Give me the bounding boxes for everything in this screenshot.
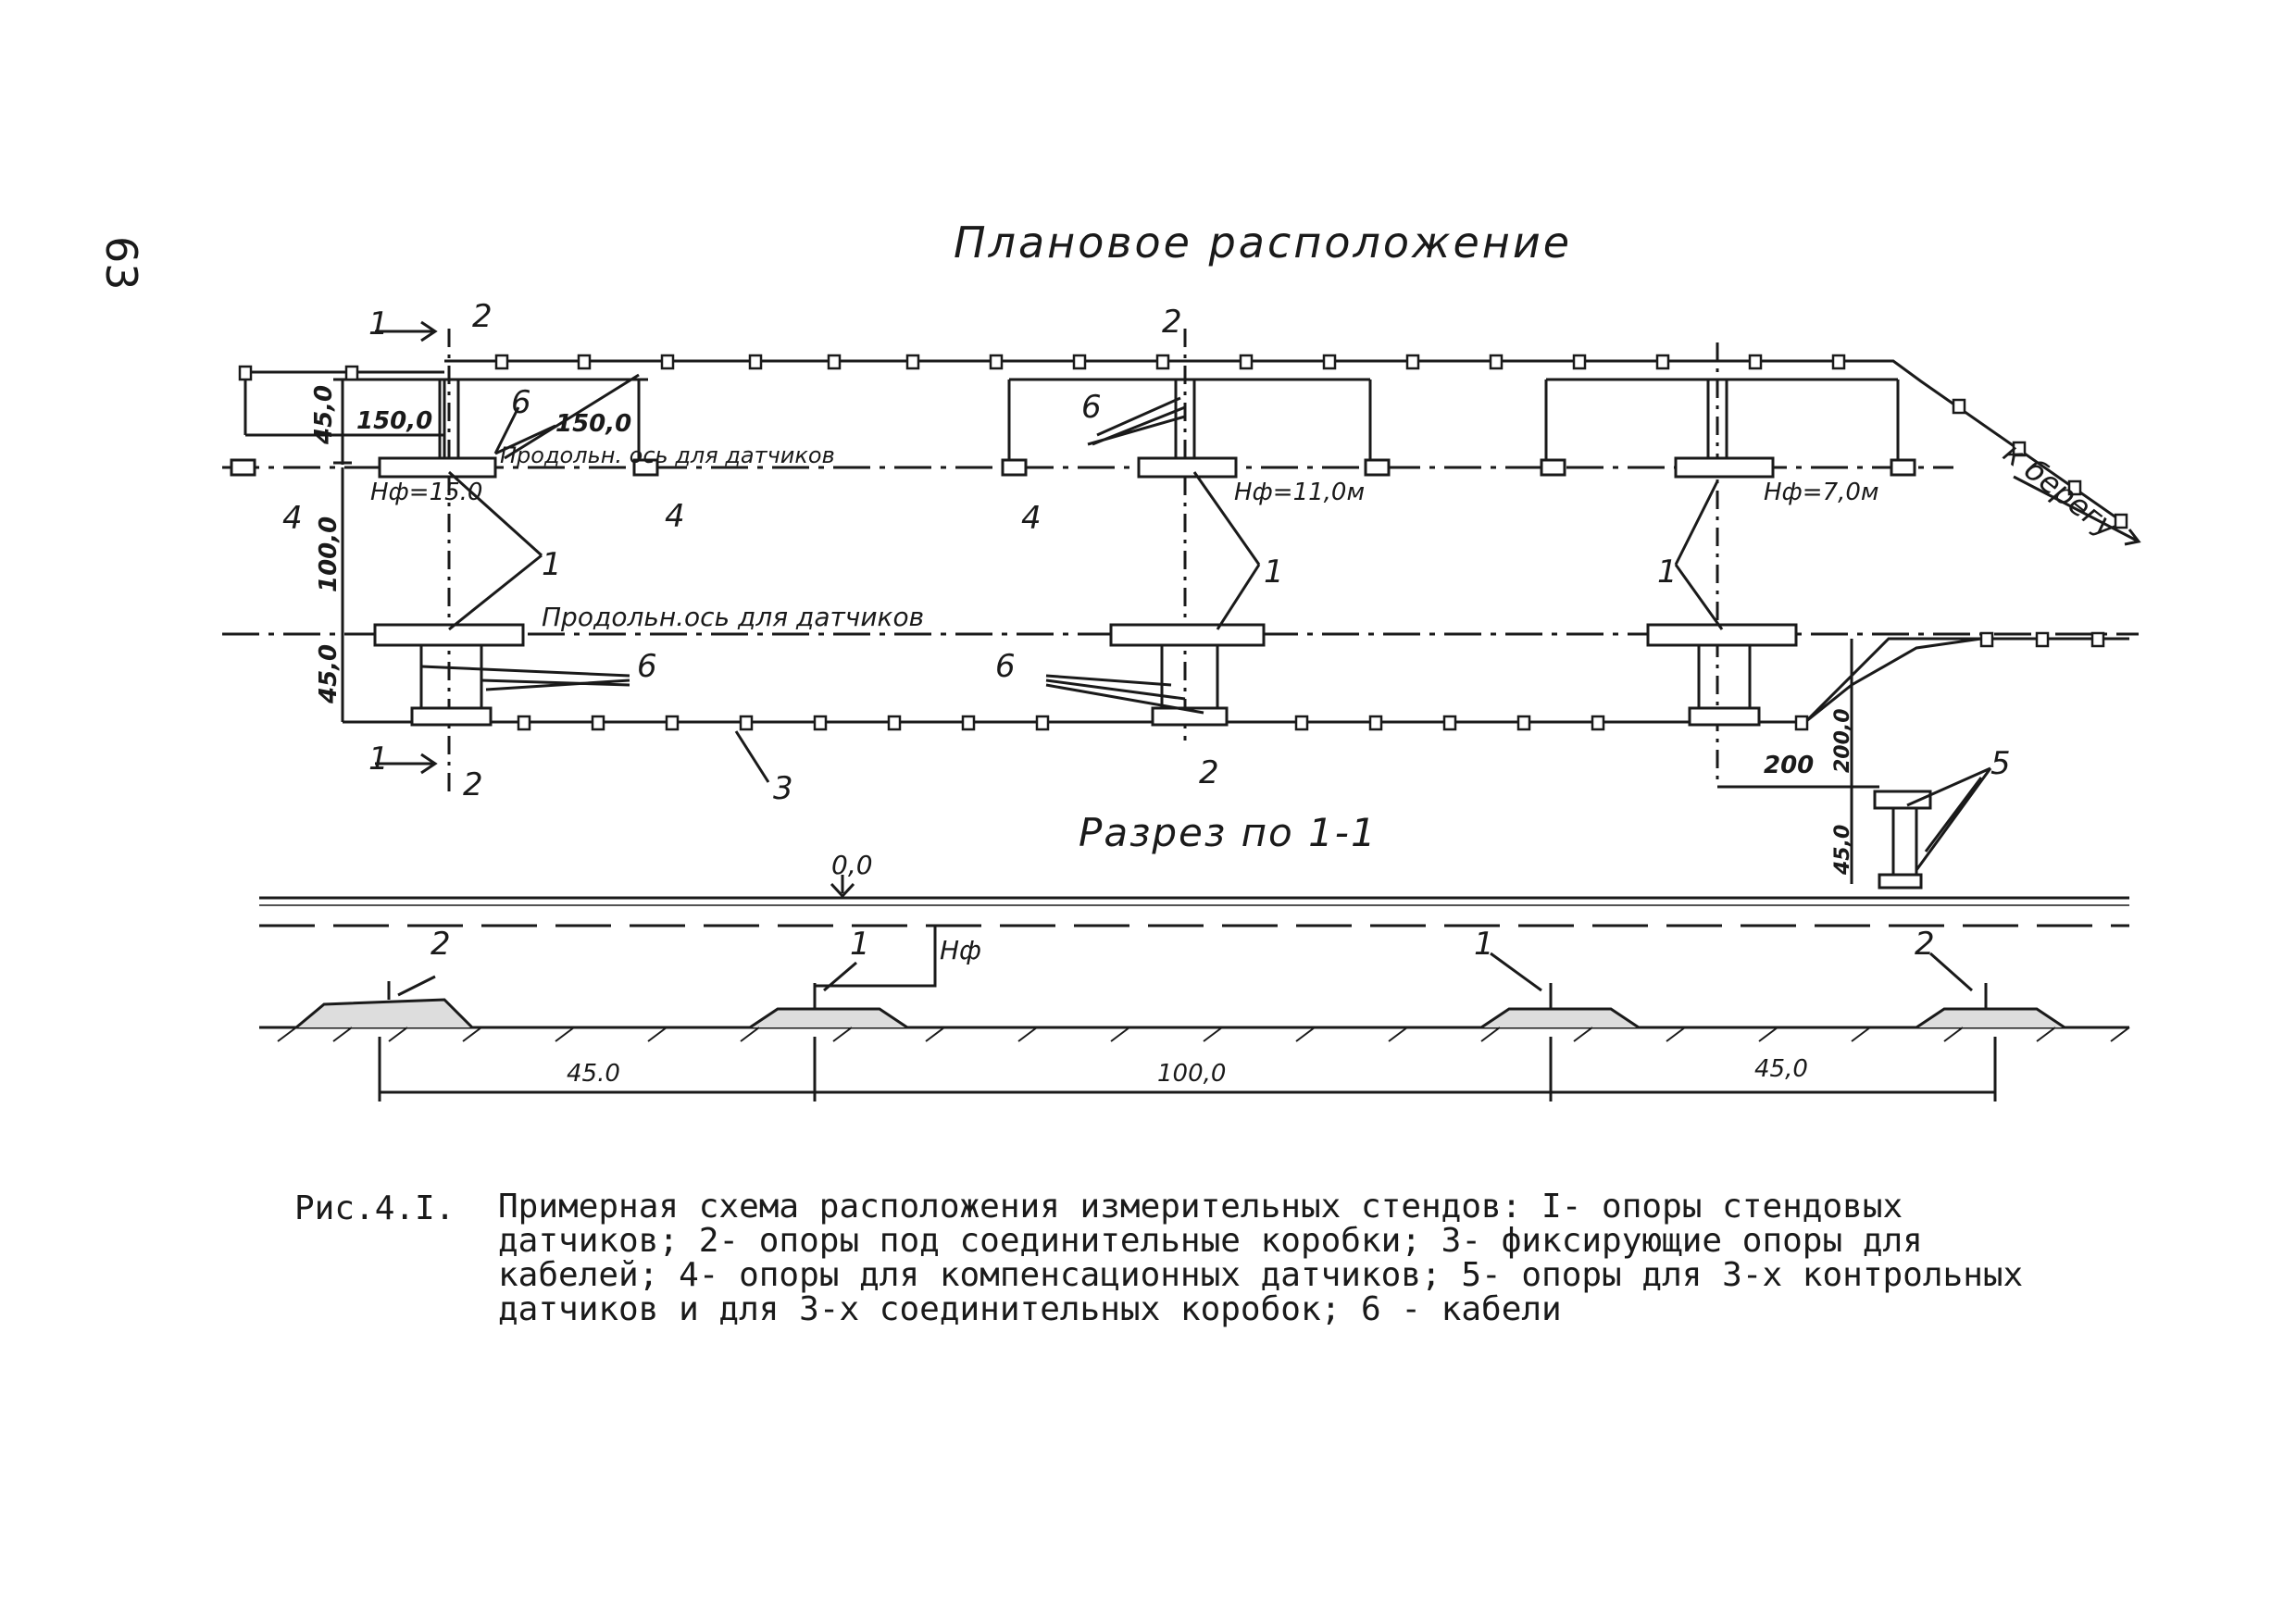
callout-6b: 6 (1081, 389, 1102, 426)
section-callout-1a: 1 (850, 926, 870, 963)
dim-150-right: 150,0 (555, 410, 632, 438)
cable-branch (1804, 637, 1982, 724)
axis-label-top: Продольн. ось для датчиков (500, 442, 835, 468)
dim-150-left: 150,0 (356, 407, 433, 435)
depth-label-3: Hф=7,0м (1764, 479, 1879, 506)
figure-caption: Примерная схема расположения измерительн… (498, 1188, 2043, 1328)
callout-6d: 6 (995, 648, 1016, 685)
section-callout-2a: 2 (430, 926, 451, 963)
dim-45-right: 45,0 (1831, 824, 1854, 875)
section-dim-45-right: 45,0 (1754, 1055, 1808, 1083)
section-callout-2b: 2 (1915, 926, 1935, 963)
depth-label-1: Hф=15.0 (370, 479, 483, 506)
cable-bottom (343, 637, 2129, 724)
callout-6a: 6 (511, 384, 531, 421)
h-label: Hф (940, 935, 981, 965)
callout-4c: 4 (1021, 500, 1042, 537)
section-mark-top: 1 (368, 305, 389, 342)
plan-title: Плановое расположение (954, 218, 1573, 268)
section-mark-bottom: 1 (368, 741, 389, 778)
dim-100: 100,0 (315, 516, 343, 592)
callout-2c: 2 (463, 766, 483, 803)
callout-1b: 1 (1264, 554, 1284, 591)
axis-label-bottom: Продольн.ось для датчиков (542, 602, 925, 632)
section-dim-100: 100,0 (1157, 1060, 1227, 1088)
callout-4a: 4 (282, 500, 303, 537)
callout-1c: 1 (1657, 554, 1678, 591)
dim-200-h: 200 (1764, 752, 1815, 779)
figure-label: Рис.4.I. (294, 1189, 455, 1227)
dim-200-v: 200,0 (1831, 708, 1854, 773)
section-title: Разрез по 1-1 (1079, 810, 1378, 855)
callout-4b: 4 (665, 498, 685, 535)
callout-5: 5 (1990, 745, 2011, 782)
section-callout-1b: 1 (1474, 926, 1494, 963)
dim-45-top: 45,0 (310, 384, 338, 444)
depth-label-2: Hф=11,0м (1234, 479, 1366, 506)
frame-top (343, 378, 1900, 465)
dim-45-bottom: 45,0 (315, 643, 343, 703)
zero-mark: 0,0 (831, 850, 873, 880)
callout-3: 3 (773, 770, 793, 807)
callout-2a: 2 (472, 298, 493, 335)
section-dim-45-left: 45.0 (567, 1060, 620, 1088)
callout-2b: 2 (1162, 304, 1182, 341)
callout-2d: 2 (1199, 754, 1219, 791)
callout-6c: 6 (637, 648, 657, 685)
callout-1a: 1 (542, 546, 562, 583)
